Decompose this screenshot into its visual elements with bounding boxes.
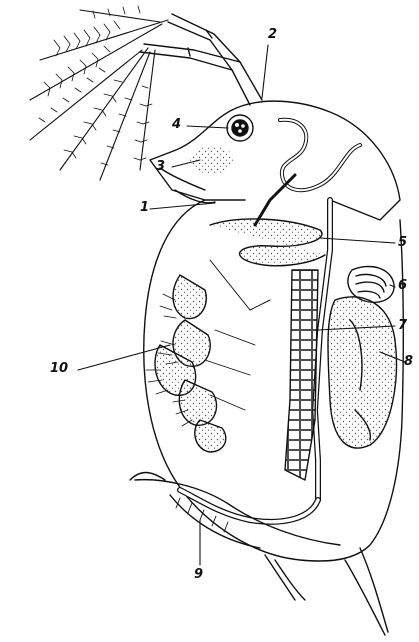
ovary [285, 270, 318, 480]
label-5: 5 [398, 236, 407, 250]
brain-region [190, 146, 234, 174]
brood-chamber [328, 297, 396, 448]
postabdomen [135, 480, 340, 600]
label-8: 8 [404, 355, 413, 369]
label-3: 3 [156, 160, 165, 174]
label-1: 1 [140, 201, 149, 215]
label-4: 4 [172, 118, 181, 132]
label-9: 9 [194, 568, 203, 582]
thoracic-legs [146, 260, 270, 452]
digestive-gland [210, 219, 325, 266]
label-7: 7 [398, 319, 407, 333]
head [150, 101, 400, 220]
label-10: 10 [50, 362, 68, 376]
compound-eye [227, 115, 253, 141]
label-2: 2 [268, 28, 277, 42]
label-6: 6 [398, 279, 407, 293]
